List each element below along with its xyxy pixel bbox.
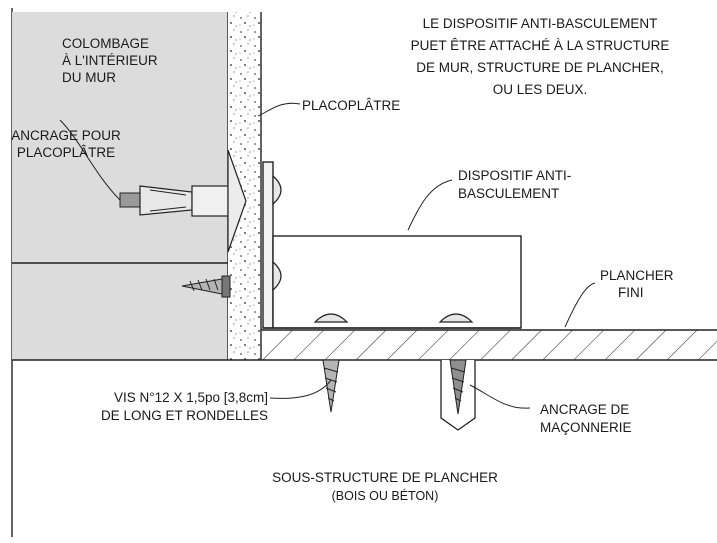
subfloor-label-line-1: SOUS-STRUCTURE DE PLANCHER: [272, 470, 498, 485]
stud-label-line-1: COLOMBAGE: [62, 36, 149, 51]
masonry-anchor-label-line-2: MAÇONNERIE: [540, 420, 632, 435]
tip-device-label-line-2: BASCULEMENT: [458, 186, 559, 201]
finished-floor-label-line-1: PLANCHER: [600, 268, 674, 283]
screws-label-line-1: VIS N°12 X 1,5po [3,8cm]: [114, 390, 268, 405]
masonry-anchor-icon: [440, 359, 476, 431]
tip-device-label-line-1: DISPOSITIF ANTI-: [458, 168, 571, 183]
subfloor-label-line-2: (BOIS OU BÉTON): [332, 488, 439, 503]
screws-label-line-2: DE LONG ET RONDELLES: [101, 408, 268, 423]
anti-tip-bracket: [262, 161, 522, 329]
top-note-line-3: DE MUR, STRUCTURE DE PLANCHER,: [416, 60, 664, 75]
drywall-anchor-label-line-1: ANCRAGE POUR: [11, 128, 121, 143]
finished-floor: [260, 329, 717, 360]
wood-screw-icon: [181, 275, 231, 298]
drywall-label: PLACOPLÂTRE: [302, 98, 400, 113]
stud-label-line-2: À L'INTÉRIEUR: [62, 53, 158, 68]
stud-label-line-3: DU MUR: [62, 70, 116, 85]
top-note-line-4: OU LES DEUX.: [493, 82, 588, 97]
top-note-line-1: LE DISPOSITIF ANTI-BASCULEMENT: [423, 16, 658, 31]
drywall-anchor-label-line-2: PLACOPLÂTRE: [17, 145, 115, 160]
masonry-anchor-label-line-1: ANCRAGE DE: [540, 402, 629, 417]
leader-lines: [59, 102, 596, 409]
toggle-anchor-icon: [119, 149, 247, 253]
top-note-line-2: PUET ÊTRE ATTACHÉ À LA STRUCTURE: [411, 38, 670, 53]
finished-floor-label-line-2: FINI: [618, 285, 644, 300]
